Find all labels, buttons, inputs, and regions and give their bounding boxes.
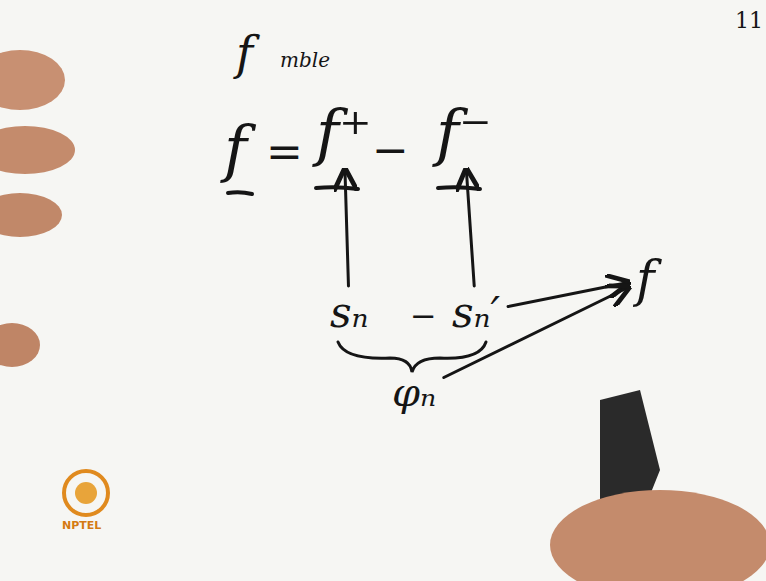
board-note: NPTEL: [62, 520, 101, 531]
arrow: [345, 170, 349, 286]
note-text: 11: [735, 8, 763, 33]
board-note: mble: [280, 50, 330, 70]
note-text: NPTEL: [62, 519, 101, 532]
term-text: f⁺: [316, 96, 372, 169]
finger: [0, 193, 62, 237]
note-text: −: [410, 297, 437, 335]
underline: [438, 187, 480, 189]
note-text: mble: [280, 48, 330, 72]
finger: [0, 50, 65, 110]
math-term: sₙ′: [448, 290, 504, 336]
note-text: f: [224, 112, 247, 185]
math-term: f⁺: [312, 100, 376, 166]
finger: [0, 126, 75, 174]
math-term: φₙ: [388, 370, 440, 414]
term-text: sₙ: [330, 288, 369, 337]
note-text: f: [236, 26, 253, 80]
term-text: f⁻: [436, 96, 492, 169]
underline: [228, 192, 252, 194]
math-term: f: [632, 252, 659, 306]
board-note: −: [410, 300, 437, 332]
arrow: [444, 287, 629, 377]
arrow: [466, 170, 474, 286]
math-term: sₙ: [326, 290, 373, 336]
finger: [0, 323, 40, 367]
board-note: f: [236, 30, 253, 76]
term-text: f: [636, 250, 655, 308]
note-text: =: [266, 126, 303, 177]
term-text: sₙ′: [452, 288, 500, 337]
underline: [316, 187, 358, 189]
term-text: φₙ: [392, 369, 436, 415]
logo-core: [75, 482, 97, 504]
logo-ring: [64, 471, 108, 515]
writing-hand: [550, 490, 766, 581]
board-note: −: [372, 128, 409, 172]
board-note: 11: [735, 10, 763, 32]
board-note: f: [224, 118, 247, 180]
board-note: =: [266, 130, 303, 174]
math-term: f⁻: [432, 100, 496, 166]
arrow: [508, 282, 628, 306]
note-text: −: [372, 124, 409, 175]
